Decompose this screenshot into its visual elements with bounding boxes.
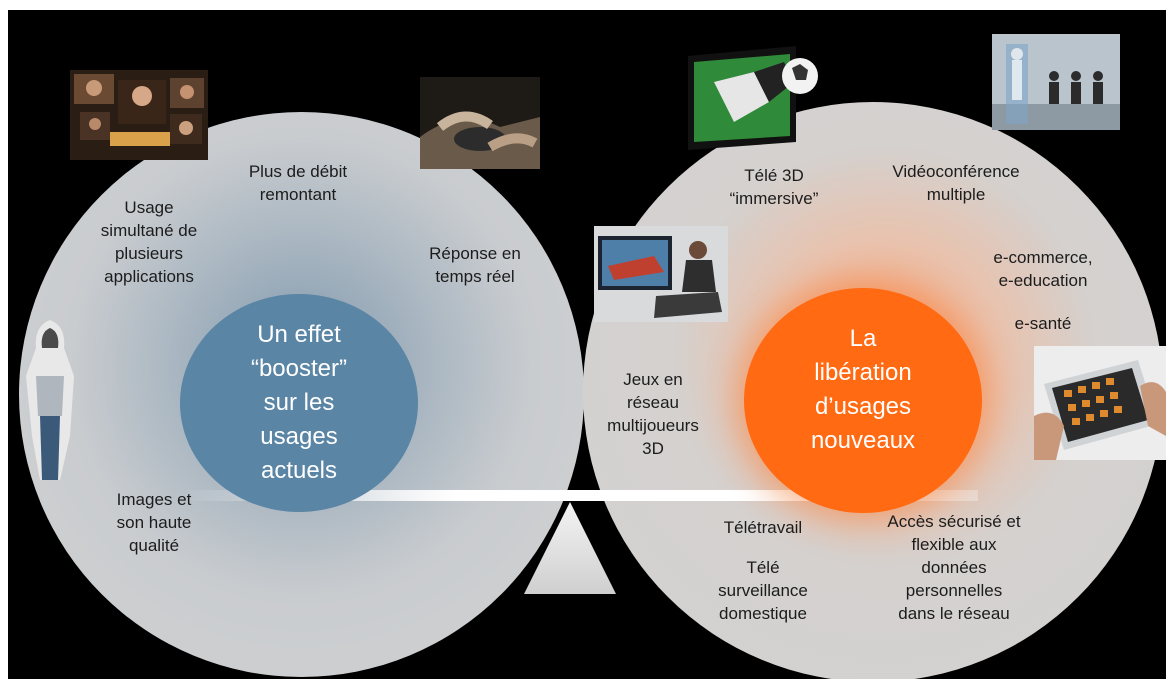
label-usage-simultane: Usage simultané de plusieurs application… [100, 198, 198, 286]
balance-beam [178, 490, 978, 501]
liberation-core [744, 288, 982, 513]
liberation-line-2: libération [814, 359, 912, 386]
tablet-photo [1034, 346, 1166, 460]
label-debit: Plus de débit remontant [248, 162, 348, 204]
label-ecommerce: e-commerce, e-education [993, 248, 1093, 290]
liberation-line-1: La [849, 325, 877, 352]
booster-line-1: Un effet [257, 321, 341, 348]
booster-line-2: “booster” [250, 355, 348, 382]
label-jeux: Jeux en réseau multijoueurs 3D [607, 370, 699, 458]
gamepad-photo [420, 77, 540, 169]
fulcrum-triangle [524, 502, 616, 594]
label-teletravail: Télétravail [723, 518, 803, 537]
label-telesurveillance: Télé surveillance domestique [718, 558, 808, 623]
label-acces: Accès sécurisé et flexible aux données p… [887, 512, 1021, 623]
booster-core [180, 294, 418, 512]
liberation-line-3: d’usages [814, 393, 912, 420]
diagram-stage: Un effet “booster” sur les usages actuel… [8, 10, 1166, 679]
booster-line-3: sur les [263, 389, 335, 416]
videochat-photo [70, 70, 208, 160]
hooded-figure-photo [26, 320, 74, 480]
label-tele3d: Télé 3D “immersive” [729, 166, 819, 208]
label-visioconference: Vidéoconférence multiple [892, 162, 1020, 204]
booster-line-5: actuels [260, 457, 338, 484]
3d-tv-football-photo [688, 46, 818, 150]
label-images: Images et son haute qualité [116, 490, 192, 555]
label-reponse: Réponse en temps réel [429, 244, 521, 286]
hologram-conference-photo [992, 34, 1120, 130]
booster-text: Un effet “booster” sur les usages actuel… [180, 318, 418, 488]
3d-gaming-photo [594, 226, 728, 322]
label-esante: e-santé [1014, 314, 1072, 333]
booster-line-4: usages [260, 423, 338, 450]
liberation-line-4: nouveaux [810, 427, 916, 454]
liberation-text: La libération d’usages nouveaux [744, 322, 982, 458]
